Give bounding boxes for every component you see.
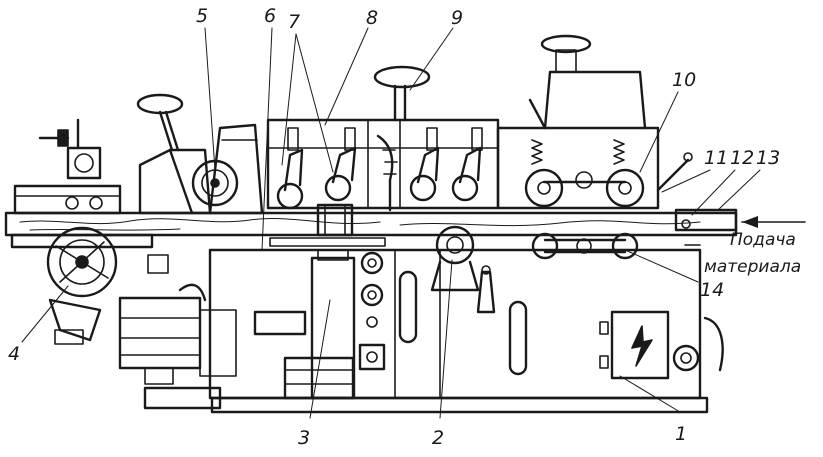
callout-3: 3 — [298, 427, 310, 449]
callout-10: 10 — [672, 69, 696, 91]
feed-roller-3 — [409, 127, 440, 202]
lower-feed-roller — [430, 225, 496, 314]
callout-12: 12 — [730, 147, 754, 169]
upper-feed-box — [266, 118, 500, 212]
callout-9: 9 — [451, 7, 463, 29]
leader-lines — [21, 27, 761, 419]
callout-7: 7 — [288, 11, 300, 33]
feed-roller-2 — [324, 127, 357, 202]
electrical-cabinet — [508, 300, 724, 380]
left-adjust-screw — [38, 118, 103, 210]
right-outfeed-guide — [674, 208, 738, 232]
feed-caption-line1: Подача — [730, 230, 796, 250]
left-table — [10, 184, 154, 249]
left-handwheel — [136, 93, 184, 152]
feed-caption-line2: материала — [704, 257, 801, 277]
callouts: 5 6 7 8 9 10 11 12 13 14 1 2 3 4 — [8, 5, 780, 449]
feed-roller-1 — [276, 127, 304, 210]
callout-1: 1 — [675, 423, 687, 445]
callout-6: 6 — [264, 5, 276, 27]
lightning-bolt-icon — [631, 325, 653, 367]
right-upper-housing — [496, 34, 693, 210]
callout-13: 13 — [756, 147, 780, 169]
control-knobs — [147, 251, 418, 371]
callout-5: 5 — [196, 5, 208, 27]
bottom-motor — [118, 283, 237, 385]
top-cutter-housing — [138, 123, 264, 215]
callout-4: 4 — [8, 343, 20, 365]
callout-11: 11 — [704, 147, 728, 169]
feed-arrow — [741, 216, 806, 228]
vertical-spindle — [269, 203, 386, 400]
callout-14: 14 — [700, 279, 724, 301]
machine-base — [143, 248, 709, 414]
callout-8: 8 — [366, 7, 378, 29]
feed-roller-4 — [451, 127, 483, 202]
lower-right-rollers — [531, 232, 701, 260]
center-handwheel — [373, 65, 431, 122]
bottom-cutter-head — [46, 226, 118, 345]
feed-caption: Подача материала — [704, 230, 801, 277]
callout-2: 2 — [432, 427, 444, 449]
timber-board — [4, 211, 738, 237]
